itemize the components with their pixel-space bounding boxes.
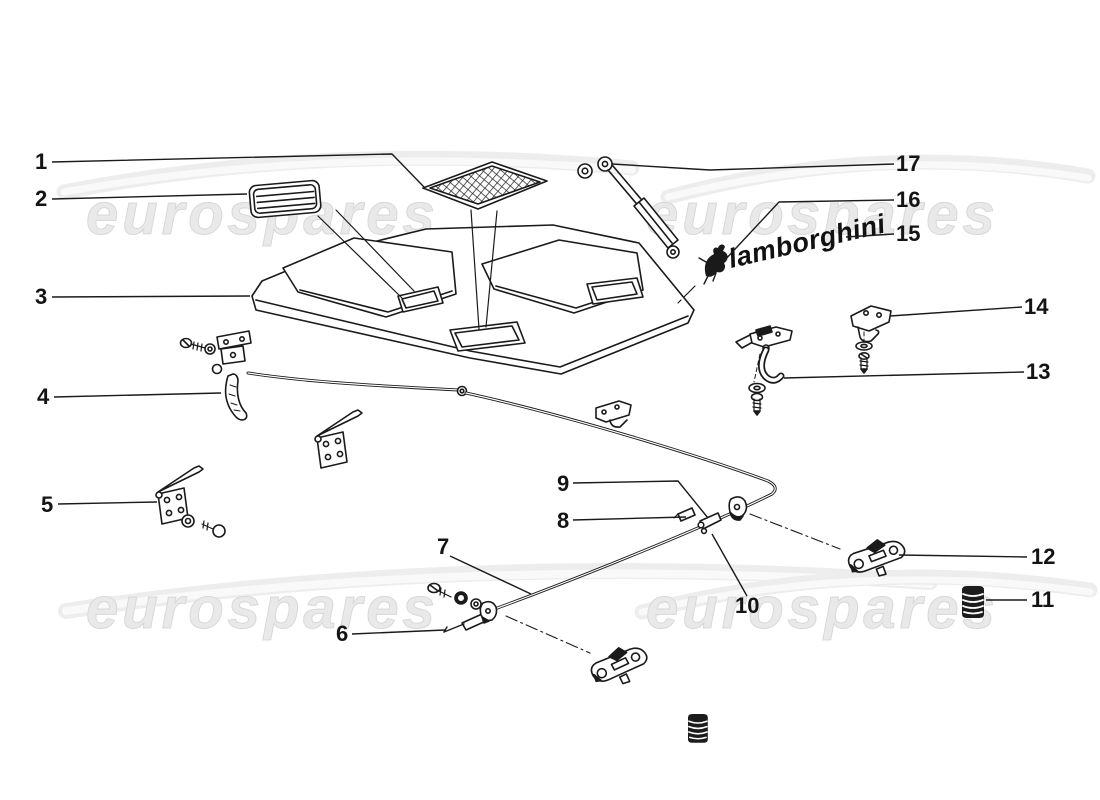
part-13-hook-latch-drawing — [735, 325, 793, 416]
watermark-text: eurospares — [646, 576, 999, 641]
part-7-cable-drawing — [246, 371, 777, 633]
part-label-13: 13 — [1026, 359, 1050, 384]
part-4-release-lever-drawing — [179, 330, 252, 421]
part-label-14: 14 — [1024, 294, 1049, 319]
part-label-6: 6 — [336, 621, 348, 646]
watermark-swoosh — [56, 150, 1098, 620]
cable-guide-bracket-drawing — [595, 400, 632, 428]
part-label-16: 16 — [896, 187, 920, 212]
cable-clamp-hardware-drawing — [427, 582, 498, 624]
part-5-hinge-bracket-drawing — [155, 465, 226, 538]
part-label-9: 9 — [557, 471, 569, 496]
part-label-17: 17 — [896, 151, 920, 176]
part-labels: 1 2 3 4 5 6 7 8 9 10 11 12 13 14 15 16 1… — [35, 149, 1055, 646]
part-17-gas-strut-drawing — [577, 156, 680, 259]
lamborghini-bull-icon — [677, 244, 728, 304]
diagram-layer: lamborghini — [155, 156, 985, 744]
part-label-7: 7 — [437, 534, 449, 559]
leader-lines — [51, 153, 1028, 635]
part-label-11: 11 — [1031, 587, 1054, 612]
watermark-text: eurospares — [646, 182, 999, 247]
part-label-3: 3 — [35, 284, 47, 309]
part-label-8: 8 — [557, 508, 569, 533]
watermark-text: eurospares — [86, 576, 439, 641]
part-label-2: 2 — [35, 186, 47, 211]
part-11-buffer-drawing — [961, 585, 985, 619]
part-1-mesh-grille-drawing — [422, 161, 548, 330]
part-label-10: 10 — [735, 593, 759, 618]
part-14-bracket-drawing — [850, 305, 892, 374]
buffer-2-drawing — [687, 713, 709, 744]
part-label-4: 4 — [37, 384, 50, 409]
part-3-hood-drawing — [251, 224, 695, 375]
part-label-1: 1 — [35, 149, 47, 174]
part-label-12: 12 — [1031, 544, 1055, 569]
part-label-15: 15 — [896, 221, 920, 246]
part-2-vent-grille-drawing — [248, 179, 415, 299]
projection-lines — [505, 513, 841, 654]
part-label-5: 5 — [41, 492, 53, 517]
